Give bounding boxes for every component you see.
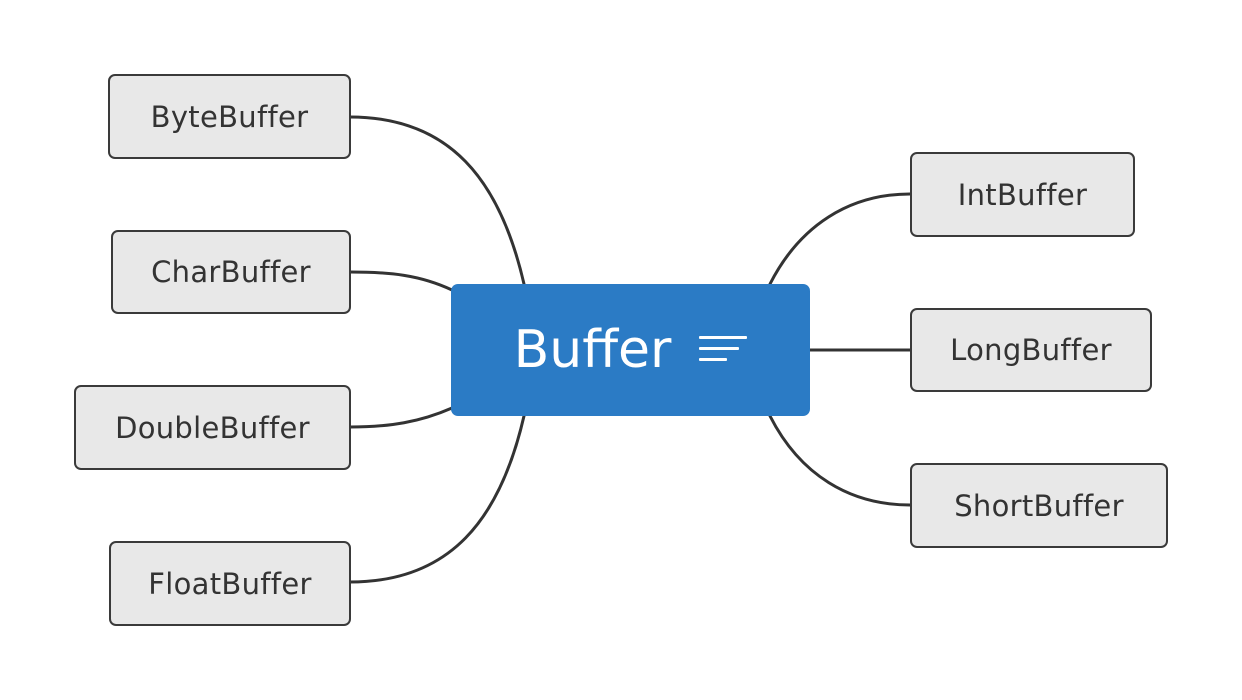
subtopic-doublebuffer[interactable]: DoubleBuffer: [74, 385, 351, 470]
subtopic-floatbuffer[interactable]: FloatBuffer: [109, 541, 351, 626]
subtopic-label: CharBuffer: [151, 255, 311, 289]
central-topic-label: Buffer: [513, 320, 672, 380]
subtopic-label: FloatBuffer: [148, 566, 312, 601]
subtopic-label: ByteBuffer: [150, 99, 309, 134]
subtopic-label: DoubleBuffer: [115, 410, 310, 445]
subtopic-label: LongBuffer: [950, 333, 1112, 367]
connector-doublebuffer: [348, 406, 454, 429]
subtopic-intbuffer[interactable]: IntBuffer: [910, 152, 1135, 237]
central-topic-buffer[interactable]: Buffer: [451, 284, 810, 416]
connector-shortbuffer: [768, 414, 912, 507]
subtopic-label: IntBuffer: [957, 177, 1088, 212]
subtopic-shortbuffer[interactable]: ShortBuffer: [910, 463, 1168, 548]
connector-intbuffer: [768, 192, 912, 286]
subtopic-longbuffer[interactable]: LongBuffer: [910, 308, 1152, 392]
connector-charbuffer: [348, 270, 454, 292]
connector-floatbuffer: [348, 414, 526, 584]
connector-bytebuffer: [348, 115, 526, 286]
subtopic-bytebuffer[interactable]: ByteBuffer: [108, 74, 351, 159]
notes-icon[interactable]: [699, 332, 748, 368]
subtopic-label: ShortBuffer: [954, 488, 1124, 523]
subtopic-charbuffer[interactable]: CharBuffer: [111, 230, 351, 314]
